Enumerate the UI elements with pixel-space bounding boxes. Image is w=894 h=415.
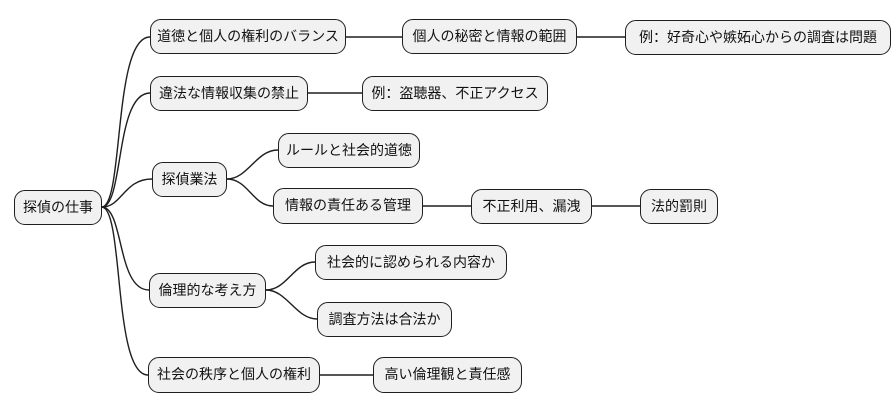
node-high-ethics-responsibility: 高い倫理観と責任感: [373, 357, 522, 393]
node-socially-acceptable-content: 社会的に認められる内容か: [315, 245, 507, 280]
edge-business-law-to-responsible-management: [226, 178, 274, 207]
node-root: 探偵の仕事: [14, 190, 102, 225]
edge-root-to-social-order: [101, 206, 149, 376]
edge-root-to-ethical-thinking: [101, 206, 150, 291]
node-misuse-leakage: 不正利用、漏洩: [471, 189, 592, 224]
node-illegal-collection-ban: 違法な情報収集の禁止: [150, 76, 308, 111]
node-personal-secrets-scope: 個人の秘密と情報の範囲: [402, 19, 577, 54]
edge-root-to-detective-business-law: [101, 178, 153, 208]
node-morals-rights-balance: 道徳と個人の権利のバランス: [150, 19, 346, 54]
node-legal-penalty: 法的罰則: [640, 189, 718, 224]
node-example-curiosity-jealousy: 例：好奇心や嫉妬心からの調査は問題: [625, 20, 891, 55]
edge-ethical-thinking-to-legal-method: [265, 289, 318, 320]
edge-business-law-to-rules-morals: [226, 149, 279, 180]
node-ethical-thinking: 倫理的な考え方: [149, 273, 266, 308]
node-detective-business-law: 探偵業法: [152, 162, 227, 197]
node-social-order-personal-rights: 社会の秩序と個人の権利: [148, 357, 320, 393]
edge-root-to-morals-balance: [101, 36, 151, 208]
edge-root-to-illegal-collection-ban: [101, 92, 151, 208]
node-example-wiretap-hacking: 例：盗聴器、不正アクセス: [362, 76, 548, 111]
node-legal-investigation-method: 調査方法は合法か: [317, 302, 452, 337]
node-rules-social-morals: ルールと社会的道徳: [278, 133, 420, 168]
edge-ethical-thinking-to-acceptable-content: [265, 261, 316, 291]
node-responsible-info-management: 情報の責任ある管理: [273, 188, 423, 224]
